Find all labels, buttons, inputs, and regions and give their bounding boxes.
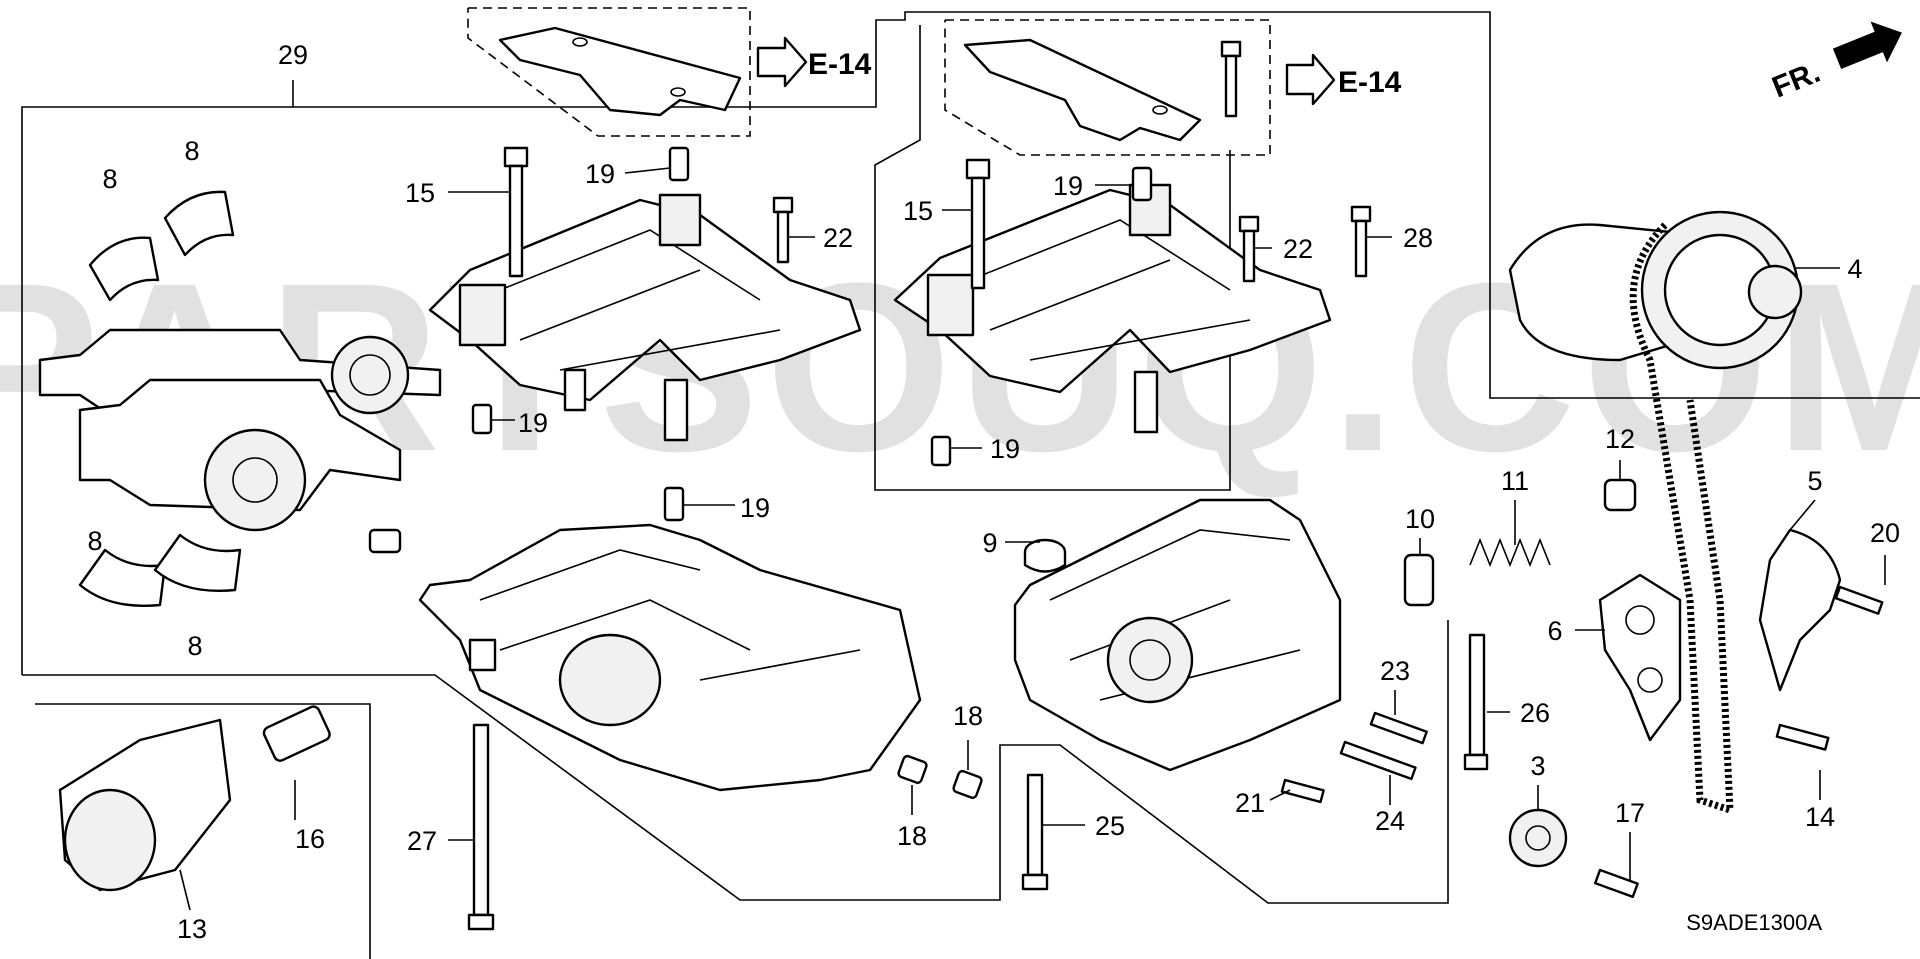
callout-11[interactable]: 11 (1501, 466, 1529, 496)
balancer-lower-housing-left[interactable] (418, 523, 922, 792)
bolt-23[interactable] (1369, 711, 1428, 745)
callout-18[interactable]: 18 (897, 821, 927, 851)
callout-28[interactable]: 28 (1403, 223, 1433, 253)
callout-8[interactable]: 8 (187, 631, 202, 661)
callout-15[interactable]: 15 (903, 196, 933, 226)
dowel-18-lower[interactable] (897, 754, 928, 784)
bolt-20[interactable] (1834, 585, 1884, 615)
bolt-27[interactable] (467, 723, 495, 931)
diagram-code: S9ADE1300A (1686, 910, 1822, 935)
dashed-reference-box-left (467, 7, 751, 137)
bearing-8-c[interactable] (78, 548, 167, 607)
balancer-lower-housing-right[interactable] (1013, 498, 1342, 772)
leader-lines (179, 167, 1886, 911)
dowel-19-e[interactable] (663, 486, 685, 522)
reference-arrow-right[interactable]: E-14 (1285, 53, 1402, 106)
crankshaft-sprocket-4[interactable] (1508, 210, 1803, 370)
callout-17[interactable]: 17 (1615, 798, 1645, 828)
plug-12[interactable] (1603, 478, 1637, 512)
callout-26[interactable]: 26 (1520, 698, 1550, 728)
callout-29[interactable]: 29 (278, 40, 308, 70)
callout-9[interactable]: 9 (982, 528, 997, 558)
callout-21[interactable]: 21 (1235, 788, 1265, 818)
bolt-17[interactable] (1594, 868, 1639, 899)
bolt-28[interactable] (1350, 205, 1372, 278)
timing-chain[interactable] (1629, 222, 1734, 815)
callout-5[interactable]: 5 (1807, 466, 1822, 496)
callout-8[interactable]: 8 (87, 526, 102, 556)
callout-19[interactable]: 19 (990, 434, 1020, 464)
callout-13[interactable]: 13 (177, 914, 207, 944)
bolt-22-right[interactable] (1238, 215, 1260, 283)
callout-8[interactable]: 8 (102, 164, 117, 194)
balancer-assembly-bracket (21, 11, 1920, 904)
callout-24[interactable]: 24 (1375, 806, 1405, 836)
callout-23[interactable]: 23 (1380, 656, 1410, 686)
callout-10[interactable]: 10 (1405, 504, 1435, 534)
balancer-upper-housing-left[interactable] (428, 193, 862, 442)
callout-18[interactable]: 18 (953, 701, 983, 731)
callout-22[interactable]: 22 (823, 223, 853, 253)
baffle-plate-right[interactable] (963, 38, 1202, 142)
callout-19[interactable]: 19 (518, 408, 548, 438)
callout-19[interactable]: 19 (1053, 171, 1083, 201)
callout-25[interactable]: 25 (1095, 811, 1125, 841)
bolt-upper-right[interactable] (1220, 40, 1242, 118)
callout-19[interactable]: 19 (740, 493, 770, 523)
callout-19[interactable]: 19 (585, 159, 615, 189)
callout-27[interactable]: 27 (407, 826, 437, 856)
chain-tensioner-5[interactable] (1758, 528, 1842, 692)
reference-arrow-left[interactable]: E-14 (756, 36, 872, 88)
bearing-8-b[interactable] (163, 190, 235, 257)
inner-upper-box (874, 25, 1231, 491)
dowel-19-c[interactable] (1131, 166, 1153, 202)
callout-3[interactable]: 3 (1530, 751, 1545, 781)
seal-9[interactable] (1023, 538, 1067, 573)
callout-6[interactable]: 6 (1547, 616, 1562, 646)
callout-20[interactable]: 20 (1870, 518, 1900, 548)
callout-14[interactable]: 14 (1805, 802, 1835, 832)
bolt-26[interactable] (1463, 633, 1489, 771)
callout-15[interactable]: 15 (405, 178, 435, 208)
dowel-19-d[interactable] (930, 435, 952, 467)
callout-labels: 29 8 8 8 8 15 19 22 19 19 15 19 22 28 4 … (87, 40, 1900, 944)
balancer-shaft-lower[interactable] (78, 378, 402, 554)
bearing-8-a[interactable] (88, 236, 160, 302)
sprocket-3[interactable] (1508, 808, 1568, 868)
baffle-plate-left[interactable] (498, 26, 742, 117)
dowel-19-b[interactable] (471, 403, 493, 435)
callout-12[interactable]: 12 (1605, 424, 1635, 454)
dowel-18-upper[interactable] (952, 769, 983, 799)
bolt-21[interactable] (1280, 778, 1325, 804)
bolt-24[interactable] (1339, 740, 1417, 781)
dashed-reference-box-right (944, 19, 1271, 156)
bolt-15-left[interactable] (503, 146, 529, 278)
front-label: FR. (1768, 56, 1825, 105)
bolt-15-right[interactable] (965, 158, 991, 290)
filter-fitting-16[interactable] (262, 705, 332, 763)
piston-10[interactable] (1403, 553, 1435, 607)
callout-16[interactable]: 16 (295, 824, 325, 854)
callout-22[interactable]: 22 (1283, 234, 1313, 264)
front-direction-arrow: FR. (1768, 21, 1902, 105)
callout-8[interactable]: 8 (184, 136, 199, 166)
ref-e14-left-label: E-14 (808, 48, 872, 81)
bolt-14[interactable] (1775, 723, 1830, 751)
dowel-19-a[interactable] (668, 146, 690, 182)
ref-e14-right-label: E-14 (1338, 66, 1402, 99)
bolt-25[interactable] (1021, 773, 1049, 891)
oil-filter-13[interactable] (58, 718, 232, 892)
spring-11[interactable] (1469, 537, 1551, 568)
bearing-8-d[interactable] (153, 533, 242, 592)
filter-group-bracket (35, 703, 371, 959)
callout-4[interactable]: 4 (1847, 254, 1862, 284)
chain-guide-6[interactable] (1598, 573, 1682, 742)
